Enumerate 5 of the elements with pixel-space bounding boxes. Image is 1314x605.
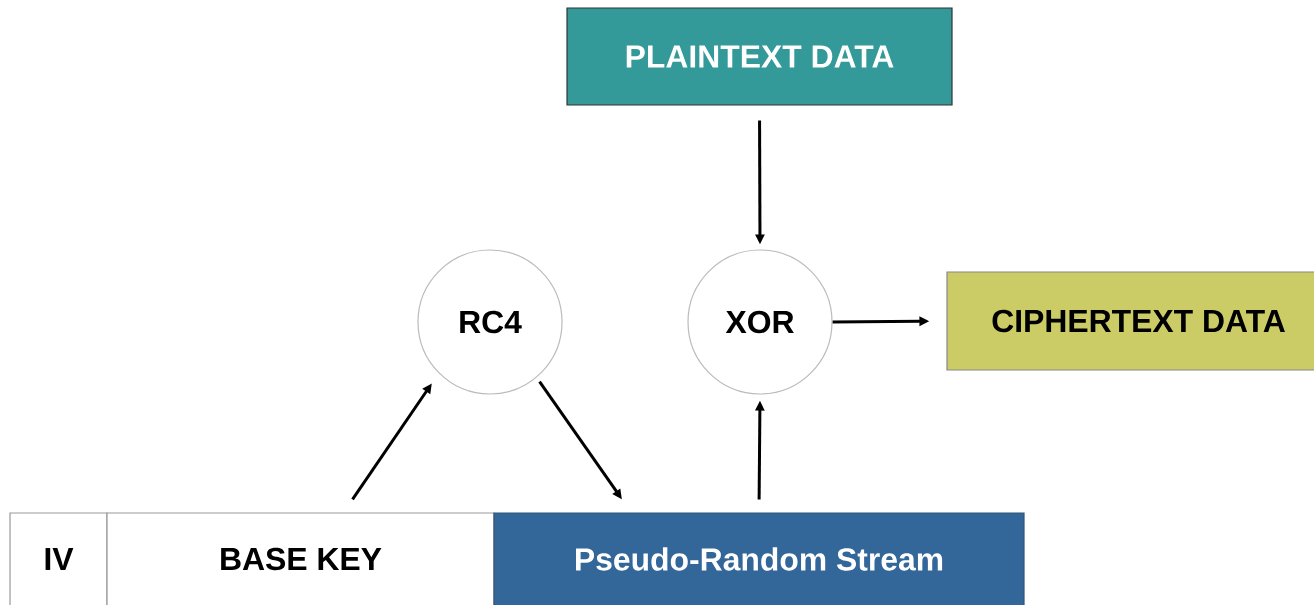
key-cell: IV xyxy=(9,512,108,605)
data-box: CIPHERTEXT DATA xyxy=(946,271,1314,371)
key-cell: BASE KEY xyxy=(106,512,495,605)
data-box: PLAINTEXT DATA xyxy=(566,7,953,106)
stream-cell: Pseudo-Random Stream xyxy=(493,512,1025,605)
